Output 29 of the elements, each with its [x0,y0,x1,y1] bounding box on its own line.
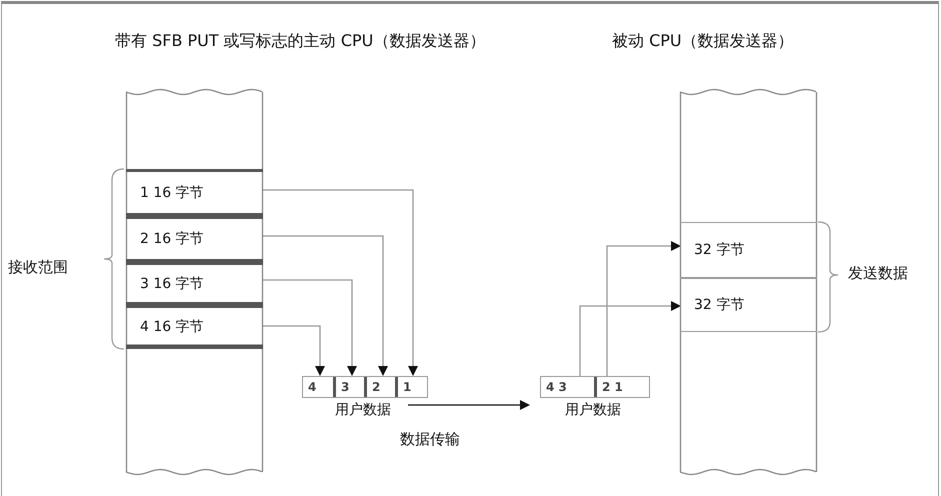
memory-row: 4 16 字节 [126,305,263,349]
data-cell: 4 [303,377,333,397]
brace-label: 发送数据 [848,264,908,283]
node-label: 用户数据 [565,401,621,419]
memory-row: 1 16 字节 [126,169,263,216]
memory-row: 32 字节 [680,278,817,332]
arrow [263,325,325,376]
arrow [263,279,357,376]
user-data-bar [540,376,650,398]
memory-row: 32 字节 [680,222,817,278]
arrow [606,241,681,376]
column-heading: 带有 SFB PUT 或写标志的主动 CPU（数据发送器） [115,30,486,52]
arrow [263,235,388,376]
brace-label: 接收范围 [8,258,68,277]
caption: 数据传输 [400,430,460,449]
data-cell: 3 [333,377,364,397]
memory-row: 3 16 字节 [126,262,263,305]
data-cell: 2 1 [594,377,651,397]
arrow [579,301,681,376]
memory-row: 2 16 字节 [126,216,263,262]
user-data-bar [302,376,428,398]
memory-column [126,88,263,478]
arrow [263,189,418,376]
node-label: 用户数据 [335,401,391,419]
column-heading: 被动 CPU（数据发送器） [612,30,795,52]
data-cell: 4 3 [541,377,594,397]
data-cell: 2 [364,377,395,397]
data-cell: 1 [395,377,429,397]
memory-column [680,88,817,478]
